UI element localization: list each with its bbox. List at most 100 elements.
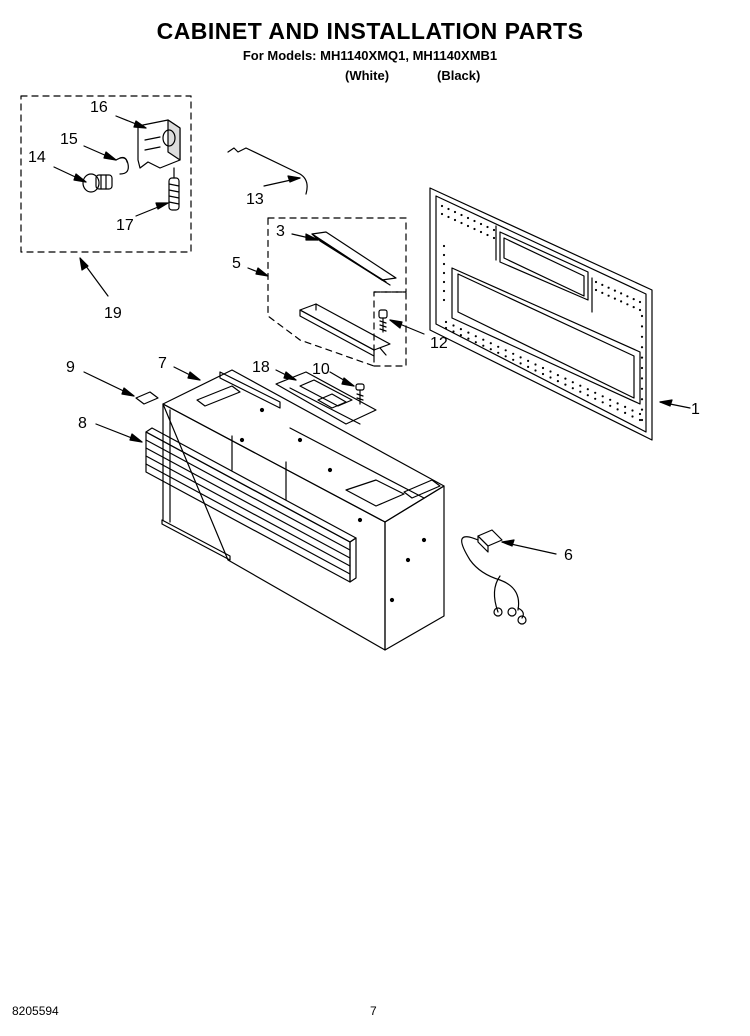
hinge-bracket-part-16 [137,119,181,169]
callout-8: 8 [78,415,87,432]
perforation-hole [640,356,644,359]
perforation-hole [519,356,522,359]
perforation-hole [609,404,612,407]
perforation-hole [624,405,627,408]
callout-10: 10 [312,361,330,378]
perforation-hole [609,398,612,401]
callout-12: 12 [430,335,448,352]
perforation-hole [640,398,644,401]
perforation-hole [594,391,597,394]
perforation-hole [474,335,477,338]
perforation-hole [442,298,446,302]
perforation-hole [601,291,604,294]
perforation-hole [631,409,634,412]
perforation-hole [512,358,515,361]
perforation-hole [594,397,597,400]
perforation-hole [519,362,522,365]
perforation-hole [459,328,462,331]
callout-18: 18 [252,359,270,376]
perforation-hole [626,303,629,306]
perforation-hole [571,381,574,384]
perforation-hole [631,415,634,418]
perforation-hole [549,376,552,379]
perforation-hole [640,408,644,411]
perforation-hole [640,346,644,349]
perforation-hole [638,418,642,422]
clip-ring-part-15 [115,156,129,175]
perforation-hole [473,219,476,223]
variant-white-label: (White) [345,68,390,83]
perforation-hole [460,213,463,217]
perforation-hole [466,224,470,228]
perforation-hole [616,402,619,405]
perforation-hole [594,288,598,292]
perforation-hole [497,351,500,354]
spring-part-17 [168,167,180,211]
perforation-hole [624,411,627,414]
perforation-hole [447,207,450,211]
perforation-hole [444,326,448,330]
perforation-hole [492,228,496,232]
perforation-hole [632,306,635,309]
callout-3: 3 [276,223,285,240]
screw-part-10 [355,383,365,405]
perforation-hole [564,383,567,386]
perforation-hole [594,280,598,284]
callout-1: 1 [691,401,700,418]
perforation-hole [442,262,446,266]
perforation-hole [489,342,492,345]
wire-part-13 [227,147,308,195]
perforation-hole [473,227,476,231]
page-number: 7 [370,1004,377,1018]
group-19-dashed-box [20,95,192,253]
perforation-hole [460,221,463,225]
callout-5: 5 [232,255,241,272]
perforation-hole [626,295,629,298]
callout-13: 13 [246,191,264,208]
top-strip-part-3 [311,231,397,286]
channel-part-5 [299,303,391,357]
perforation-hole [564,377,567,380]
perforation-hole [453,218,457,222]
model-numbers: For Models: MH1140XMQ1, MH1140XMB1 [242,48,498,63]
perforation-hole [586,388,589,391]
leader-lines [53,115,691,555]
perforation-hole [486,225,489,229]
perforation-hole [527,365,530,368]
perforation-hole [442,244,446,248]
perforation-hole [638,308,642,312]
callout-15: 15 [60,131,78,148]
perforation-hole [492,236,496,240]
perforation-hole [640,314,644,318]
knob-part-14 [82,173,113,193]
perforation-hole [452,330,455,333]
perforation-hole [620,292,623,295]
variant-black-label: (Black) [437,68,481,83]
thermal-switch-part-6 [461,529,527,625]
perforation-hole [453,210,457,214]
screw-part-12 [378,309,388,333]
perforation-hole [440,212,444,216]
perforation-hole [607,286,610,289]
perforation-hole [601,401,604,404]
perforation-hole [479,222,483,226]
perforation-hole [534,363,537,366]
perforation-hole [482,338,485,341]
perforation-hole [638,412,642,416]
perforation-hole [447,215,450,219]
perforation-hole [527,359,530,362]
perforation-hole [640,377,644,380]
callout-19: 19 [104,305,122,322]
perforation-hole [467,337,470,340]
perforation-hole [442,280,446,284]
perforation-hole [640,387,644,390]
perforation-hole [466,216,470,220]
perforation-hole [640,335,644,338]
callout-16: 16 [90,99,108,116]
perforation-hole [632,298,635,301]
plate-perforations [440,204,644,422]
vent-grille-part-8 [145,427,357,583]
perforation-hole [638,300,642,304]
